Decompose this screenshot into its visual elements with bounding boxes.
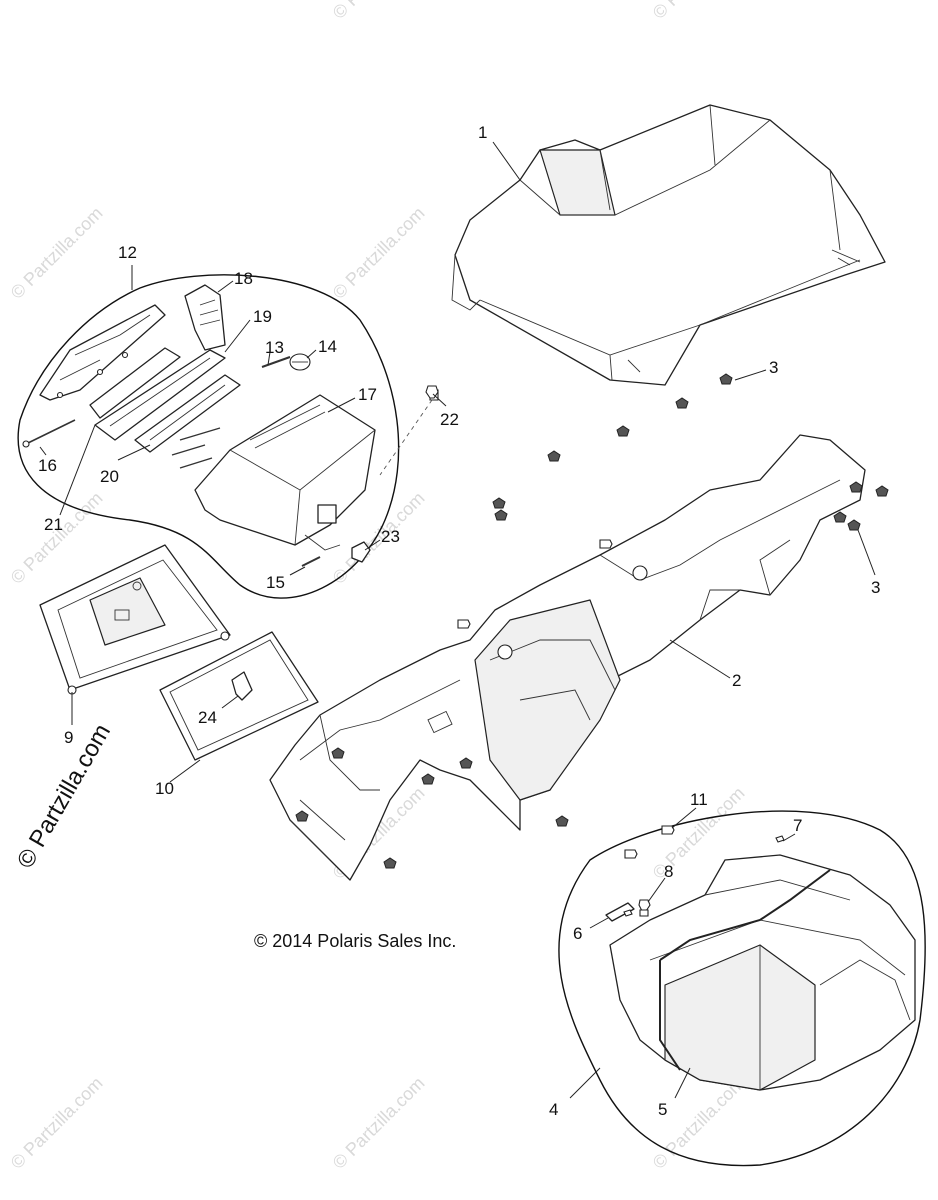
callout-20: 20 xyxy=(100,467,119,486)
callout-15: 15 xyxy=(266,573,285,592)
cluster-parts xyxy=(22,284,439,567)
callout-19: 19 xyxy=(253,307,272,326)
callout-18: 18 xyxy=(234,269,253,288)
watermark: © Partzilla.com xyxy=(329,1073,429,1173)
callout-10: 10 xyxy=(155,779,174,798)
callout-23: 23 xyxy=(381,527,400,546)
copyright-notice: © 2014 Polaris Sales Inc. xyxy=(254,931,456,951)
callout-8: 8 xyxy=(664,862,673,881)
watermark: © Partzilla.com xyxy=(329,0,429,23)
callout-1: 1 xyxy=(478,123,487,142)
inset-boundary-storage xyxy=(558,810,926,1167)
leader-lines xyxy=(39,141,876,1099)
watermark: © Partzilla.com xyxy=(649,0,749,23)
callout-22: 22 xyxy=(440,410,459,429)
inset-boundary-cluster xyxy=(17,274,400,599)
callout-11: 11 xyxy=(690,790,708,809)
watermark: © Partzilla.com xyxy=(7,488,107,588)
part-10-gasket xyxy=(159,631,319,761)
callout-9: 9 xyxy=(64,728,73,747)
part-1-upper-cover xyxy=(451,104,886,386)
watermark: © Partzilla.com xyxy=(329,203,429,303)
callout-2: 2 xyxy=(732,671,741,690)
callout-14: 14 xyxy=(318,337,337,356)
part-4-storage-box xyxy=(609,854,916,1091)
part-2-dash-panel xyxy=(269,434,866,881)
callout-7: 7 xyxy=(793,816,802,835)
callout-13: 13 xyxy=(265,338,284,357)
callout-3b: 3 xyxy=(871,578,880,597)
callout-24: 24 xyxy=(198,708,217,727)
fasteners xyxy=(295,373,889,869)
callout-6: 6 xyxy=(573,924,582,943)
storage-fasteners xyxy=(605,825,785,922)
watermark: © Partzilla.com xyxy=(649,1073,749,1173)
watermark: © Partzilla.com xyxy=(7,203,107,303)
callout-3: 3 xyxy=(769,358,778,377)
callout-12: 12 xyxy=(118,243,137,262)
callout-5: 5 xyxy=(658,1100,667,1119)
callout-4: 4 xyxy=(549,1100,558,1119)
callout-16: 16 xyxy=(38,456,57,475)
watermark: © Partzilla.com xyxy=(7,1073,107,1173)
callouts: 1 2 3 3 4 5 6 7 8 9 10 11 12 13 14 15 16… xyxy=(38,123,880,1119)
part-9-door xyxy=(39,544,231,695)
callout-17: 17 xyxy=(358,385,377,404)
callout-21: 21 xyxy=(44,515,63,534)
